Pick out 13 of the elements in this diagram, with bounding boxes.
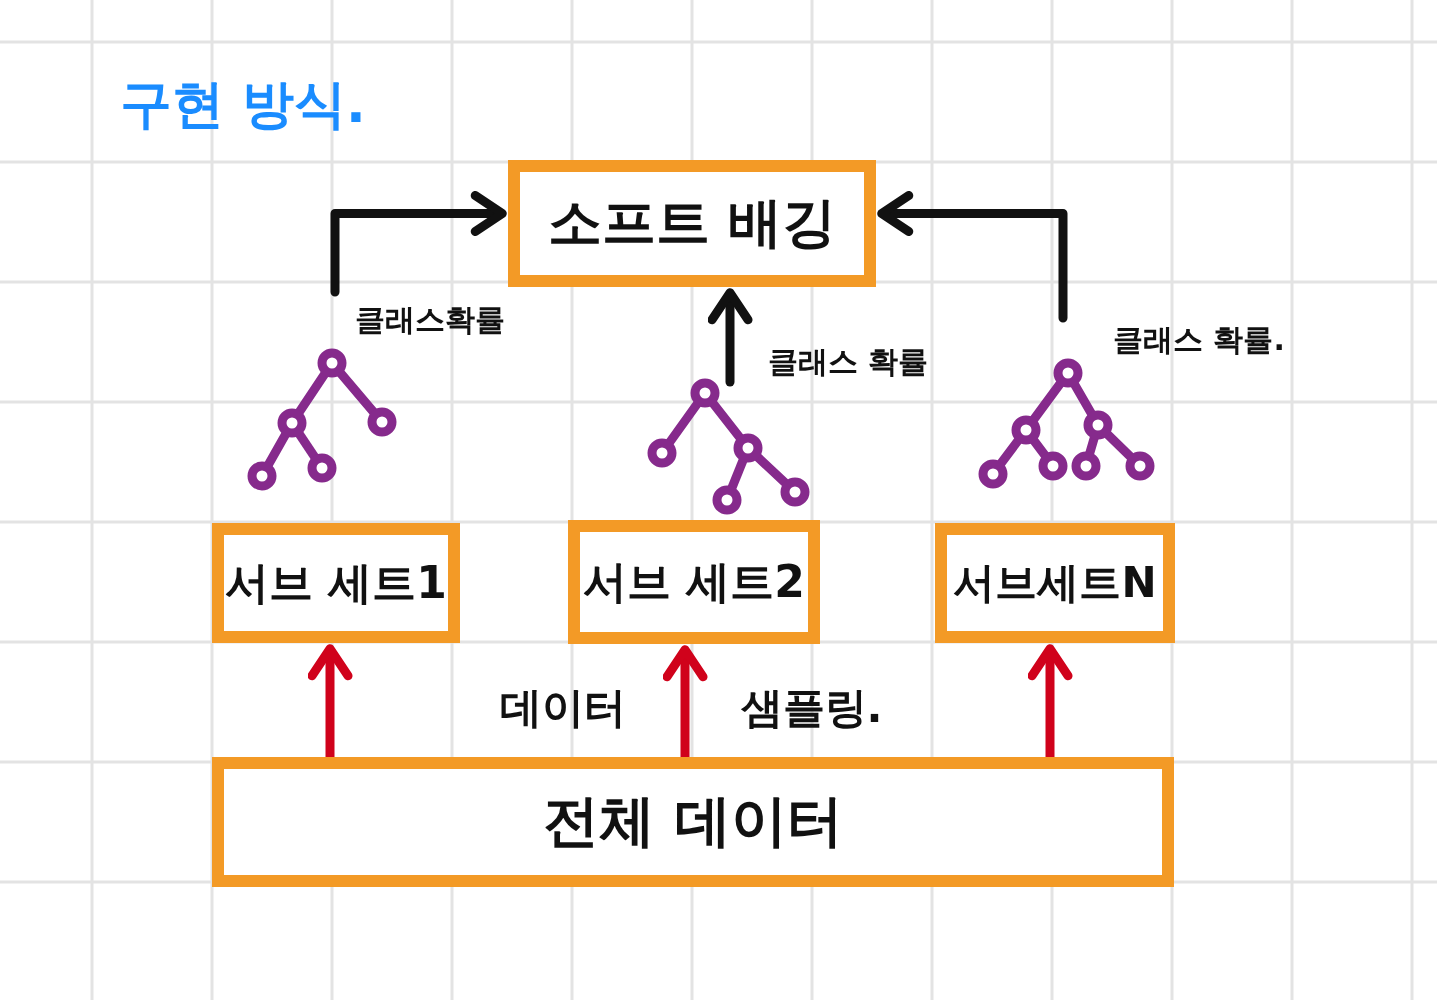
probability-label: 클래스확률 (355, 301, 505, 339)
title: 구현 방식. (120, 73, 366, 136)
probability-label: 클래스 확률 (768, 343, 929, 381)
process-box: 소프트 배깅 (508, 160, 876, 287)
arrow (877, 191, 1068, 323)
process-box: 서브 세트1 (212, 523, 460, 643)
probability-label: 클래스 확률. (1113, 321, 1285, 359)
note-text: 데이터 샘플링. (500, 682, 883, 734)
arrow (707, 288, 753, 387)
process-box: 서브세트N (935, 523, 1175, 643)
process-box: 전체 데이터 (212, 757, 1174, 887)
process-box: 서브 세트2 (568, 520, 820, 644)
arrow (330, 191, 507, 297)
